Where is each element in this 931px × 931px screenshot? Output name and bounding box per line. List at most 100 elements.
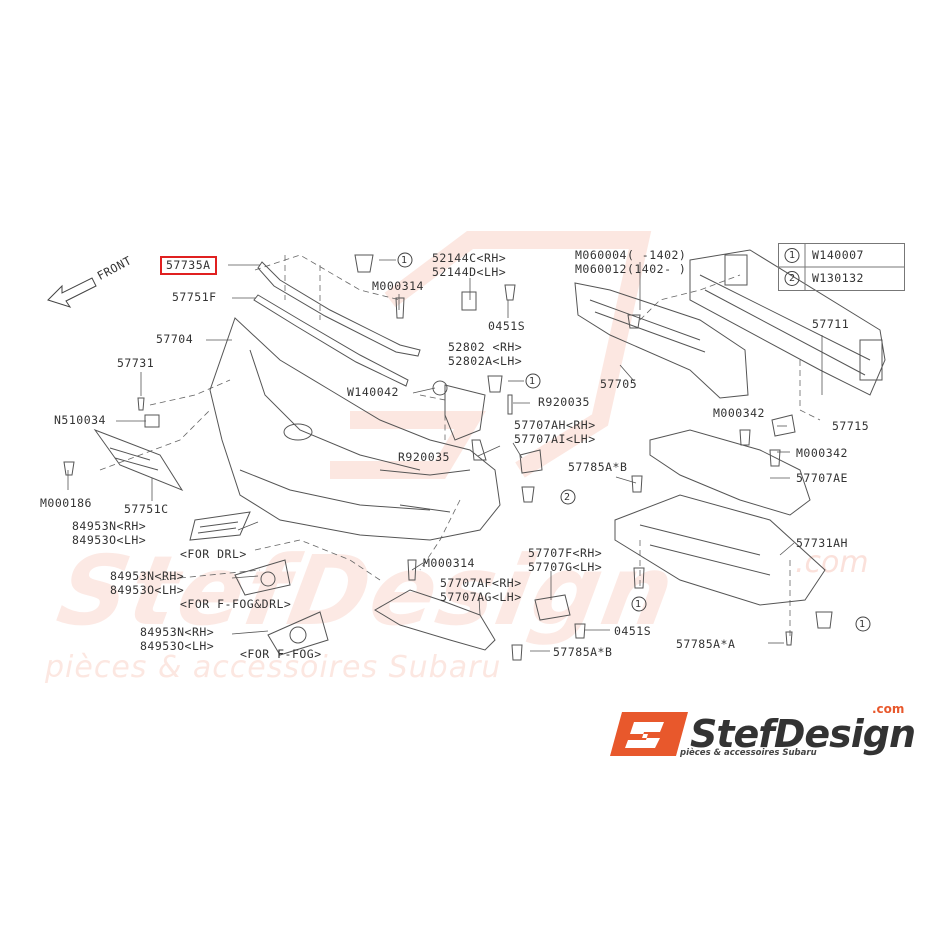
part-57735a-highlighted[interactable]: 57735A <box>160 256 217 275</box>
legend-callout-2: 2 <box>789 273 796 284</box>
part-57751c[interactable]: 57751C <box>124 502 169 516</box>
part-84953n-rh-fog[interactable]: 84953N<RH> <box>140 625 215 639</box>
logo-tagline: pièces & accessoires Subaru <box>680 748 817 758</box>
part-57707f[interactable]: 57707F<RH> <box>528 546 603 560</box>
part-57711[interactable]: 57711 <box>812 317 850 331</box>
cover-57707ae <box>649 429 811 516</box>
part-w140042[interactable]: W140042 <box>347 385 399 399</box>
part-r920035-a[interactable]: R920035 <box>538 395 590 409</box>
callout-1-mid: 1 <box>529 376 536 387</box>
bracket-57707ah <box>519 449 543 474</box>
bracket-57707f <box>374 589 496 651</box>
part-57731[interactable]: 57731 <box>117 356 155 370</box>
part-84953n-rh-drl[interactable]: 84953N<RH> <box>72 519 147 533</box>
part-m060012[interactable]: M060012(1402- ) <box>575 262 687 276</box>
part-m000186[interactable]: M000186 <box>40 496 92 510</box>
bolt-m060004 <box>627 314 641 329</box>
part-57751f[interactable]: 57751F <box>172 290 217 304</box>
part-m000342-a[interactable]: M000342 <box>713 406 765 420</box>
logo-tld: .com <box>872 702 905 716</box>
brand-logo-icon <box>610 712 688 756</box>
part-84953o-lh-fog[interactable]: 84953O<LH> <box>140 639 215 653</box>
nut-0451s-low <box>574 623 586 639</box>
legend-value-2: W130132 <box>812 271 864 285</box>
part-57707ai[interactable]: 57707AI<LH> <box>514 432 596 446</box>
grille-strip-lower <box>253 294 409 387</box>
bolt-m000342-b <box>769 449 781 467</box>
part-57785a-b-mid[interactable]: 57785A*B <box>568 460 628 474</box>
license-bracket <box>93 428 184 492</box>
bolt-c2 <box>521 486 535 503</box>
part-n510034[interactable]: N510034 <box>54 413 106 427</box>
note-for-drl: <FOR DRL> <box>180 547 247 561</box>
clip-low-left <box>633 567 645 589</box>
clip-57785a-b-mid <box>631 475 643 493</box>
bracket-57707af <box>534 594 571 621</box>
part-m000342-b[interactable]: M000342 <box>796 446 848 460</box>
part-57785a-a[interactable]: 57785A*A <box>676 637 736 651</box>
part-57707ah[interactable]: 57707AH<RH> <box>514 418 596 432</box>
legend-callout-1: 1 <box>789 250 796 261</box>
bumper-face <box>209 317 501 541</box>
clip-57785a-a <box>785 631 793 646</box>
note-for-ffog: <FOR F-FOG> <box>240 647 322 661</box>
part-52144d[interactable]: 52144D<LH> <box>432 265 507 279</box>
rivet-r920035-a <box>507 394 513 415</box>
part-57707ag[interactable]: 57707AG<LH> <box>440 590 522 604</box>
watermark-tld: .com <box>795 545 869 580</box>
reinforcement-57711 <box>689 249 886 396</box>
nut-0451s-top <box>504 284 516 301</box>
part-m000314-mid[interactable]: M000314 <box>423 556 475 570</box>
bracket-52802 <box>444 384 486 441</box>
clip-57785a-b-low <box>511 644 523 661</box>
part-52802a[interactable]: 52802A<LH> <box>448 354 523 368</box>
part-m000314-top[interactable]: M000314 <box>372 279 424 293</box>
callout-1-low-right: 1 <box>859 619 866 630</box>
part-84953o-lh-drl[interactable]: 84953O<LH> <box>72 533 147 547</box>
callout-2-bolt: 2 <box>564 492 571 503</box>
part-57731ah[interactable]: 57731AH <box>796 536 848 550</box>
clip-n510034 <box>144 414 160 428</box>
part-0451s-top[interactable]: 0451S <box>488 319 526 333</box>
clip-mid <box>487 375 503 393</box>
part-57704[interactable]: 57704 <box>156 332 194 346</box>
bracket-52144 <box>461 291 477 311</box>
part-52144c[interactable]: 52144C<RH> <box>432 251 507 265</box>
grommet-w140042 <box>432 380 448 396</box>
part-57785a-b-low[interactable]: 57785A*B <box>553 645 613 659</box>
bracket-57715 <box>771 414 796 437</box>
fastener-legend: 1 W140007 2 W130132 <box>778 243 905 291</box>
part-84953n-rh-fogdrl[interactable]: 84953N<RH> <box>110 569 185 583</box>
legend-value-1: W140007 <box>812 248 864 262</box>
note-for-ffog-drl: <FOR F-FOG&DRL> <box>180 597 292 611</box>
lamp-cover-fog-drl <box>234 559 291 596</box>
clip-top <box>354 254 374 273</box>
part-0451s-low[interactable]: 0451S <box>614 624 652 638</box>
part-r920035-b[interactable]: R920035 <box>398 450 450 464</box>
screw-m000314-top <box>395 297 405 319</box>
part-57707ae[interactable]: 57707AE <box>796 471 848 485</box>
clip-57731 <box>137 397 145 411</box>
part-57707af[interactable]: 57707AF<RH> <box>440 576 522 590</box>
part-m060004[interactable]: M060004( -1402) <box>575 248 687 262</box>
energy-absorber-57705 <box>574 282 749 399</box>
rivet-r920035-b <box>471 439 487 461</box>
under-cover-57731ah <box>614 494 826 606</box>
callout-1-low-left: 1 <box>635 599 642 610</box>
lamp-cover-drl <box>189 511 251 541</box>
part-84953o-lh-fogdrl[interactable]: 84953O<LH> <box>110 583 185 597</box>
leader-lines <box>67 259 823 652</box>
watermark-tagline: pièces & accessoires Subaru <box>45 650 502 685</box>
legend-grid <box>779 244 904 290</box>
clip-low-right <box>815 611 833 629</box>
part-57707g[interactable]: 57707G<LH> <box>528 560 603 574</box>
part-52802[interactable]: 52802 <RH> <box>448 340 523 354</box>
part-57715[interactable]: 57715 <box>832 419 870 433</box>
part-57705[interactable]: 57705 <box>600 377 638 391</box>
screw-m000186 <box>63 461 75 476</box>
callout-circles <box>397 252 871 632</box>
grille-strip-upper <box>257 261 421 357</box>
front-arrow-icon <box>47 277 97 308</box>
